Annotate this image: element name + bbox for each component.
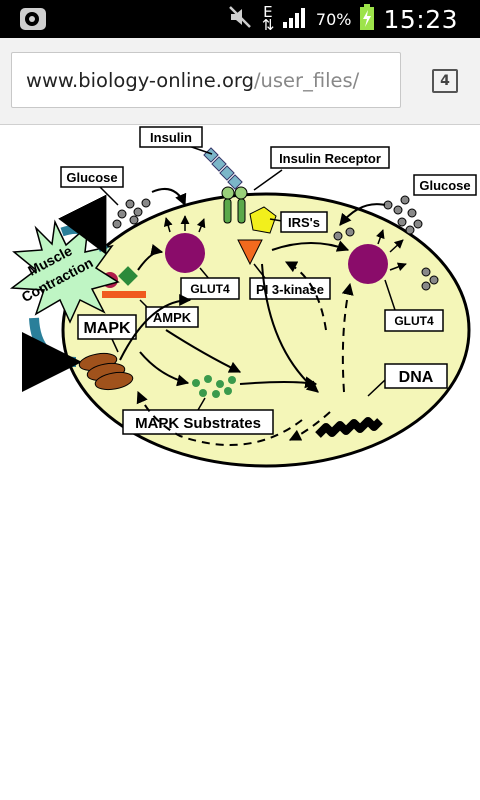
glucose-molecules-left	[112, 198, 151, 229]
signal-icon	[282, 6, 308, 33]
contraction-arrow-top	[58, 194, 109, 255]
svg-text:Insulin Receptor: Insulin Receptor	[279, 151, 381, 166]
mapk-kinases	[78, 352, 134, 391]
glucose-molecules-right	[333, 195, 439, 291]
pi3k-protein	[237, 239, 263, 266]
glut4-vesicle-left	[165, 233, 205, 273]
label-ampk: AMPK	[145, 306, 199, 328]
contraction-arrow-bottom	[21, 317, 82, 392]
svg-text:Insulin: Insulin	[150, 130, 192, 145]
battery-charging-icon	[359, 3, 375, 35]
label-glucose-left: Glucose	[60, 166, 124, 188]
url-path: /user_files/	[253, 68, 360, 92]
url-host: www.biology-online.org	[26, 68, 254, 92]
irs-protein	[249, 206, 277, 234]
svg-text:IRS's: IRS's	[288, 215, 320, 230]
svg-text:Glucose: Glucose	[66, 170, 117, 185]
label-mapk-substrates: MAPK Substrates	[122, 409, 274, 435]
label-glucose-right: Glucose	[413, 174, 477, 196]
mapk-substrate-molecules	[192, 375, 236, 398]
label-glut4-left: GLUT4	[180, 277, 240, 300]
mute-icon	[228, 5, 254, 34]
svg-text:GLUT4: GLUT4	[394, 314, 434, 328]
svg-text:PI 3-kinase: PI 3-kinase	[256, 282, 324, 297]
label-dna: DNA	[384, 363, 448, 389]
dna-strand	[315, 417, 383, 438]
url-field[interactable]: www.biology-online.org/user_files/	[11, 52, 401, 108]
tab-switcher-button[interactable]: 4	[432, 69, 458, 93]
insulin-receptor	[221, 186, 248, 224]
data-transfer-icon: E⇅	[261, 3, 275, 34]
svg-text:Glucose: Glucose	[419, 178, 470, 193]
page-content: Insulin Insulin Receptor Glucose Glucose	[0, 125, 480, 800]
battery-percent: 70%	[315, 9, 352, 29]
glut4-vesicle-right	[348, 244, 388, 284]
svg-text:MAPK: MAPK	[83, 320, 131, 337]
network-type-label: E	[263, 3, 273, 21]
svg-text:DNA: DNA	[399, 369, 434, 386]
browser-toolbar: www.biology-online.org/user_files/ 4	[0, 38, 480, 125]
status-bar: E⇅ 70% 15:23	[0, 0, 480, 38]
label-irs: IRS's	[280, 211, 328, 233]
label-insulin: Insulin	[139, 126, 203, 148]
app-notification-icon	[18, 6, 48, 37]
label-pi3k: PI 3-kinase	[249, 277, 331, 300]
label-insulin-receptor: Insulin Receptor	[270, 146, 390, 169]
label-glut4-right: GLUT4	[384, 309, 444, 332]
insulin-molecule	[203, 147, 243, 190]
insulin-signaling-diagram: Insulin Insulin Receptor Glucose Glucose	[9, 126, 477, 468]
svg-text:AMPK: AMPK	[153, 310, 192, 325]
svg-text:GLUT4: GLUT4	[190, 282, 230, 296]
clock: 15:23	[383, 4, 458, 34]
label-mapk: MAPK	[77, 314, 137, 340]
